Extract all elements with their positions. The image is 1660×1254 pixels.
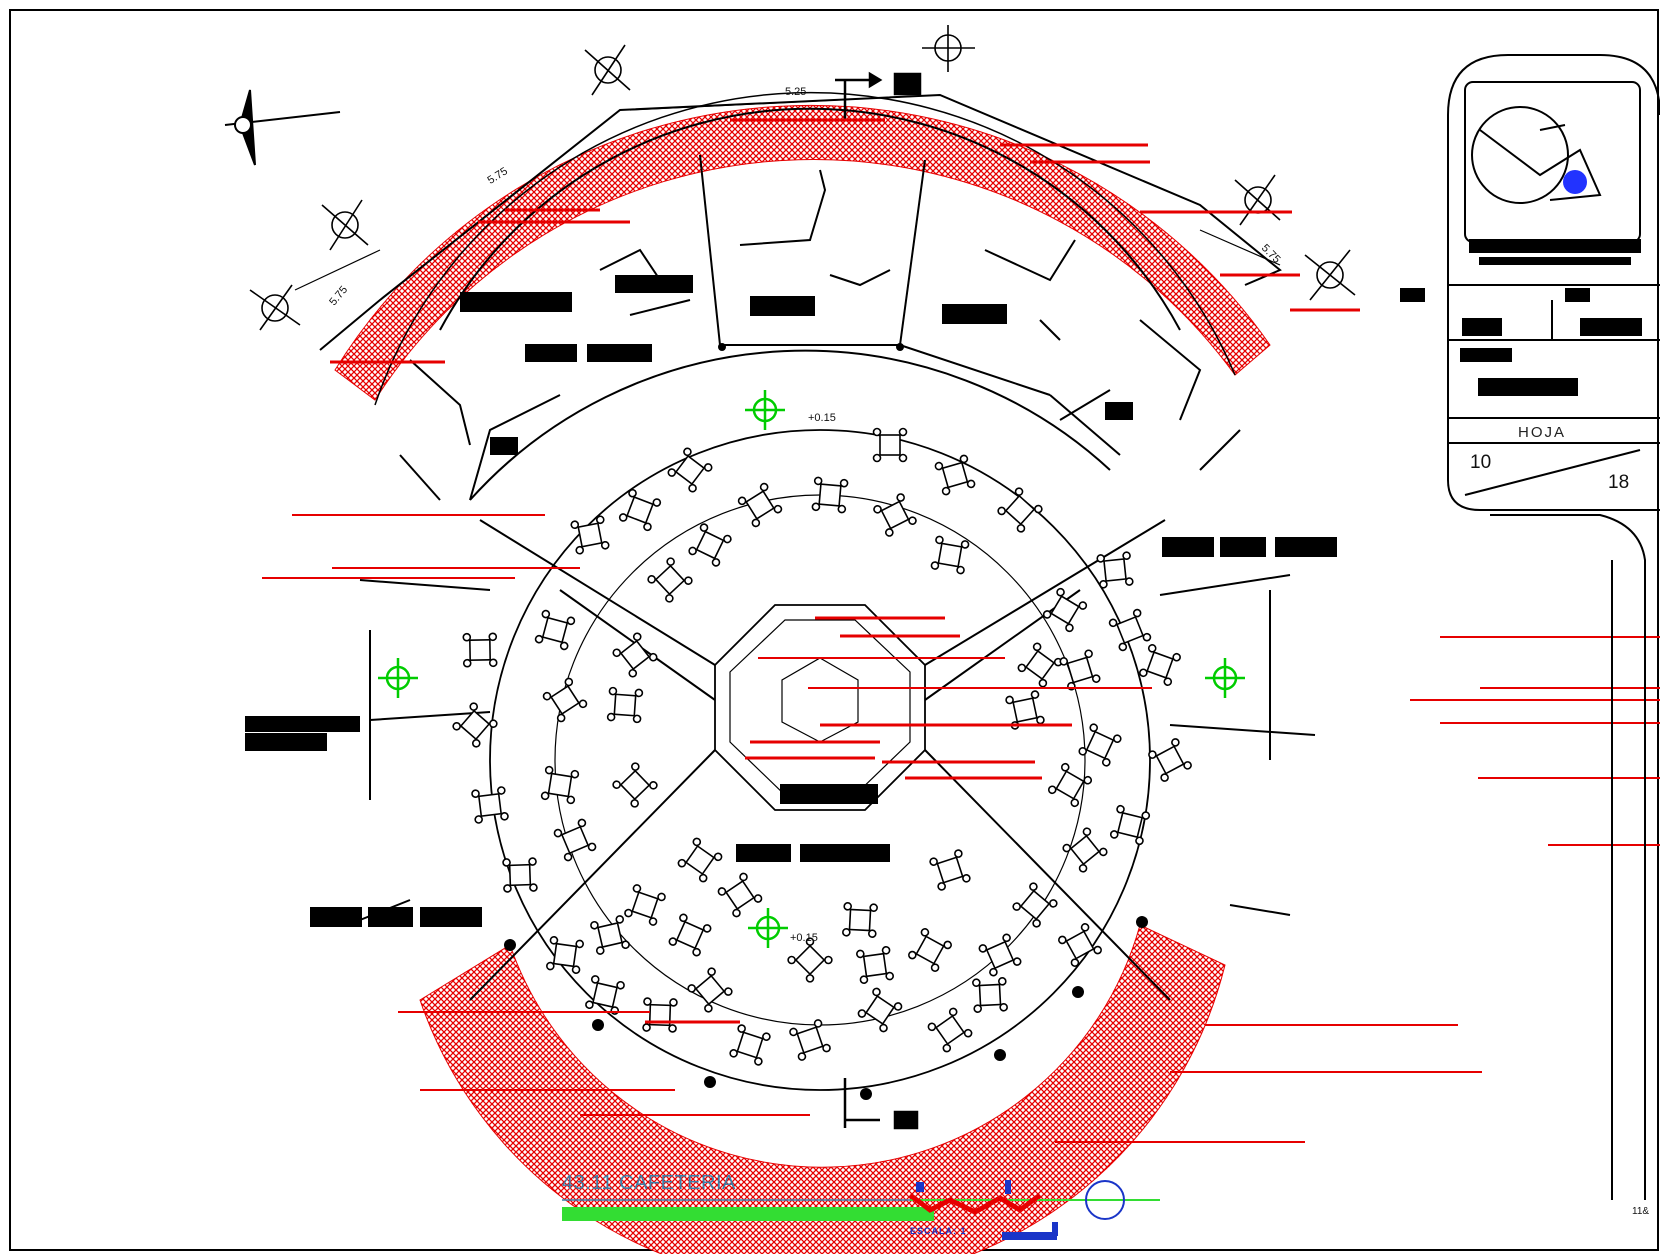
table-with-chairs-icon bbox=[612, 762, 658, 808]
table-with-chairs-icon bbox=[856, 946, 894, 984]
scale-label: ESCALA: 1 bbox=[910, 1226, 967, 1236]
dimension-top: 5.25 bbox=[785, 86, 807, 98]
column-marker-icon bbox=[249, 284, 301, 331]
sheet-total: 18 bbox=[1608, 472, 1630, 493]
column-marker-icon bbox=[922, 25, 975, 72]
table-with-chairs-icon bbox=[452, 702, 498, 748]
table-with-chairs-icon bbox=[1109, 804, 1151, 846]
column-marker-icon bbox=[321, 199, 369, 251]
table-with-chairs-icon bbox=[546, 936, 584, 974]
table-with-chairs-icon bbox=[540, 765, 580, 805]
bottom-section-marker bbox=[843, 1078, 919, 1130]
edge-label: 11& bbox=[1632, 1206, 1650, 1217]
level-marker-icon bbox=[1205, 658, 1245, 698]
table-with-chairs-icon bbox=[789, 1019, 831, 1061]
table-with-chairs-icon bbox=[618, 488, 662, 532]
level-markers bbox=[378, 390, 1245, 948]
table-with-chairs-icon bbox=[927, 1007, 973, 1053]
column-marker-icon bbox=[1234, 174, 1281, 226]
table-with-chairs-icon bbox=[729, 1024, 771, 1066]
table-with-chairs-icon bbox=[688, 523, 732, 567]
level-mark-bottom: +0.15 bbox=[790, 932, 818, 944]
table-with-chairs-icon bbox=[585, 975, 625, 1015]
table-with-chairs-icon bbox=[934, 454, 976, 496]
table-with-chairs-icon bbox=[667, 447, 713, 493]
table-with-chairs-icon bbox=[1017, 642, 1063, 688]
table-with-chairs-icon bbox=[534, 609, 576, 651]
column-markers bbox=[249, 25, 1356, 331]
table-with-chairs-icon bbox=[642, 997, 678, 1033]
table-with-chairs-icon bbox=[624, 884, 666, 926]
table-with-chairs-icon bbox=[978, 933, 1022, 977]
table-with-chairs-icon bbox=[1047, 762, 1093, 808]
column-marker-icon bbox=[1304, 249, 1356, 301]
table-with-chairs-icon bbox=[1062, 827, 1108, 873]
sheet-number: 10 bbox=[1470, 452, 1492, 473]
dimension-lines bbox=[294, 94, 1281, 291]
table-with-chairs-icon bbox=[787, 937, 833, 983]
table-with-chairs-icon bbox=[590, 915, 630, 955]
table-with-chairs-icon bbox=[997, 487, 1043, 533]
sheet-frame bbox=[9, 9, 1659, 1251]
table-with-chairs-icon bbox=[873, 493, 917, 537]
bottom-hatch-band bbox=[419, 924, 1226, 1254]
table-with-chairs-icon bbox=[737, 482, 783, 528]
red-annotations bbox=[262, 118, 1660, 1143]
drawing-title: 43.11 CAFETERIA bbox=[562, 1172, 736, 1194]
table-with-chairs-icon bbox=[668, 913, 712, 957]
table-with-chairs-icon bbox=[929, 849, 971, 891]
structural-columns bbox=[504, 343, 1148, 1100]
table-with-chairs-icon bbox=[612, 632, 658, 678]
table-with-chairs-icon bbox=[677, 837, 723, 883]
table-with-chairs-icon bbox=[1108, 608, 1152, 652]
table-with-chairs-icon bbox=[542, 677, 588, 723]
table-with-chairs-icon bbox=[1078, 723, 1122, 767]
north-arrow-icon bbox=[224, 89, 341, 166]
title-green-bar bbox=[562, 1207, 934, 1221]
table-with-chairs-icon bbox=[570, 515, 610, 555]
table-with-chairs-icon bbox=[1042, 587, 1088, 633]
table-with-chairs-icon bbox=[502, 857, 538, 893]
table-with-chairs-icon bbox=[972, 977, 1008, 1013]
level-marker-icon bbox=[748, 908, 788, 948]
north-dot-icon bbox=[1563, 170, 1587, 194]
table-with-chairs-icon bbox=[553, 818, 597, 862]
column-marker-icon bbox=[584, 44, 631, 96]
dining-tables bbox=[452, 427, 1192, 1066]
level-mark-top: +0.15 bbox=[808, 412, 836, 424]
table-with-chairs-icon bbox=[462, 632, 498, 668]
table-with-chairs-icon bbox=[647, 557, 693, 603]
level-marker-icon bbox=[745, 390, 785, 430]
title-block bbox=[562, 1180, 1160, 1240]
table-with-chairs-icon bbox=[1148, 738, 1192, 782]
table-with-chairs-icon bbox=[717, 872, 763, 918]
table-with-chairs-icon bbox=[471, 786, 509, 824]
building-walls bbox=[319, 91, 1316, 1091]
top-hatch-band bbox=[334, 104, 1271, 401]
sheet-title-block bbox=[1447, 54, 1660, 1200]
table-with-chairs-icon bbox=[857, 987, 903, 1033]
table-with-chairs-icon bbox=[1059, 649, 1101, 691]
room-label-blocks bbox=[245, 275, 1642, 927]
table-with-chairs-icon bbox=[908, 928, 952, 972]
table-with-chairs-icon bbox=[606, 686, 644, 724]
table-with-chairs-icon bbox=[930, 535, 970, 575]
table-with-chairs-icon bbox=[842, 902, 878, 938]
sheet-label: HOJA bbox=[1518, 424, 1567, 441]
table-with-chairs-icon bbox=[1058, 923, 1102, 967]
table-with-chairs-icon bbox=[1012, 882, 1058, 928]
table-with-chairs-icon bbox=[687, 967, 733, 1013]
table-with-chairs-icon bbox=[811, 476, 849, 514]
table-with-chairs-icon bbox=[1139, 644, 1181, 686]
level-marker-icon bbox=[378, 658, 418, 698]
table-with-chairs-icon bbox=[1096, 551, 1134, 589]
table-with-chairs-icon bbox=[872, 427, 908, 463]
